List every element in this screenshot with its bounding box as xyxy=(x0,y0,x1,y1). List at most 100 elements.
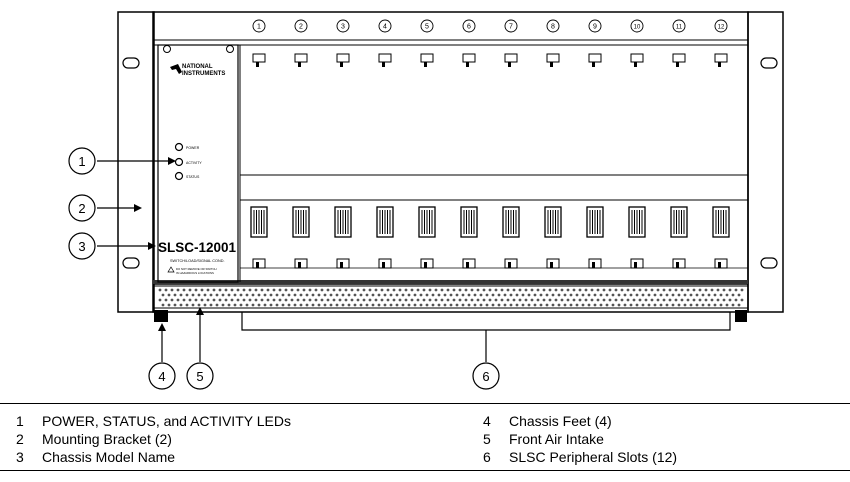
vent-hole xyxy=(626,288,630,292)
vent-hole xyxy=(533,293,537,297)
chassis-model-subtitle: SWITCH/LOAD/SIGNAL COND. xyxy=(170,259,225,263)
vent-hole xyxy=(230,298,234,302)
slot-latch-icon xyxy=(252,53,266,67)
vent-hole xyxy=(701,293,705,297)
vent-hole xyxy=(650,288,654,292)
vent-hole xyxy=(653,303,657,307)
vent-hole xyxy=(563,293,567,297)
vent-hole xyxy=(461,293,465,297)
vent-hole xyxy=(509,303,513,307)
vent-hole xyxy=(572,288,576,292)
vent-hole xyxy=(545,293,549,297)
vent-hole xyxy=(695,303,699,307)
vent-hole xyxy=(575,303,579,307)
vent-hole xyxy=(167,293,171,297)
slot-number-label: 8 xyxy=(551,24,555,31)
legend-text: Chassis Feet (4) xyxy=(509,413,612,429)
vent-hole xyxy=(260,288,264,292)
vent-hole xyxy=(458,288,462,292)
vent-hole xyxy=(251,293,255,297)
slot-latch-icon xyxy=(504,53,518,67)
vent-hole xyxy=(266,298,270,302)
slot-number-label: 9 xyxy=(593,24,597,31)
vent-hole xyxy=(494,288,498,292)
vent-hole xyxy=(701,303,705,307)
power-led-icon xyxy=(174,142,184,152)
vent-hole xyxy=(443,303,447,307)
vent-hole xyxy=(335,303,339,307)
slot-number: 7 xyxy=(504,19,518,33)
vent-hole xyxy=(206,288,210,292)
legend-num: 3 xyxy=(16,449,24,465)
vent-hole xyxy=(377,303,381,307)
vent-hole xyxy=(605,303,609,307)
callout-3-label: 3 xyxy=(78,239,85,254)
legend-num: 2 xyxy=(16,431,24,447)
vent-hole xyxy=(227,303,231,307)
vent-hole xyxy=(230,288,234,292)
vent-hole xyxy=(395,303,399,307)
chassis-body xyxy=(152,11,749,313)
vent-hole xyxy=(158,288,162,292)
vent-hole xyxy=(332,288,336,292)
vent-hole xyxy=(275,293,279,297)
slot-latch-icon xyxy=(714,258,728,269)
vent-hole xyxy=(209,293,213,297)
vent-hole xyxy=(635,293,639,297)
vent-hole xyxy=(491,303,495,307)
slot-latch-icon xyxy=(546,53,560,67)
vent-hole xyxy=(686,298,690,302)
vent-hole xyxy=(446,288,450,292)
slot-latch-icon xyxy=(252,258,266,269)
vent-hole xyxy=(275,303,279,307)
vent-hole xyxy=(659,293,663,297)
vent-hole xyxy=(443,293,447,297)
vent-hole xyxy=(713,303,717,307)
vent-hole xyxy=(716,288,720,292)
slot-latch-icon xyxy=(336,53,350,67)
vent-hole xyxy=(371,303,375,307)
vent-hole xyxy=(284,298,288,302)
vent-hole xyxy=(617,293,621,297)
slot-latch-icon xyxy=(546,258,560,269)
vent-hole xyxy=(560,298,564,302)
vent-hole xyxy=(233,303,237,307)
vent-hole xyxy=(425,303,429,307)
vent-hole xyxy=(665,293,669,297)
vent-hole xyxy=(338,298,342,302)
vent-hole xyxy=(500,298,504,302)
vent-hole xyxy=(722,298,726,302)
control-panel: NATIONAL INSTRUMENTS POWER ACTIVITY STAT… xyxy=(157,44,239,283)
slot xyxy=(250,53,268,269)
vent-hole xyxy=(530,288,534,292)
vent-hole xyxy=(272,298,276,302)
vent-hole xyxy=(176,288,180,292)
vent-hole xyxy=(254,298,258,302)
vent-hole xyxy=(263,293,267,297)
callout-2: 2 xyxy=(68,194,142,222)
legend-text: Chassis Model Name xyxy=(42,449,176,465)
vent-hole xyxy=(173,293,177,297)
vent-hole xyxy=(419,303,423,307)
vent-hole xyxy=(419,293,423,297)
vent-hole xyxy=(326,288,330,292)
vent-hole xyxy=(584,298,588,302)
slot-number-label: 7 xyxy=(509,24,513,31)
vent-hole xyxy=(389,303,393,307)
vent-hole xyxy=(344,288,348,292)
vent-hole xyxy=(434,298,438,302)
vent-hole xyxy=(449,303,453,307)
slot-latch-icon xyxy=(672,258,686,269)
vent-hole xyxy=(497,303,501,307)
vent-hole xyxy=(536,298,540,302)
vent-hole xyxy=(347,293,351,297)
vent-hole xyxy=(584,288,588,292)
legend-bottom-rule xyxy=(0,470,850,471)
vent-hole xyxy=(446,298,450,302)
vent-hole xyxy=(374,288,378,292)
vent-hole xyxy=(569,303,573,307)
vent-hole xyxy=(545,303,549,307)
vent-hole xyxy=(590,298,594,302)
vent-hole xyxy=(668,298,672,302)
vent-hole xyxy=(179,293,183,297)
